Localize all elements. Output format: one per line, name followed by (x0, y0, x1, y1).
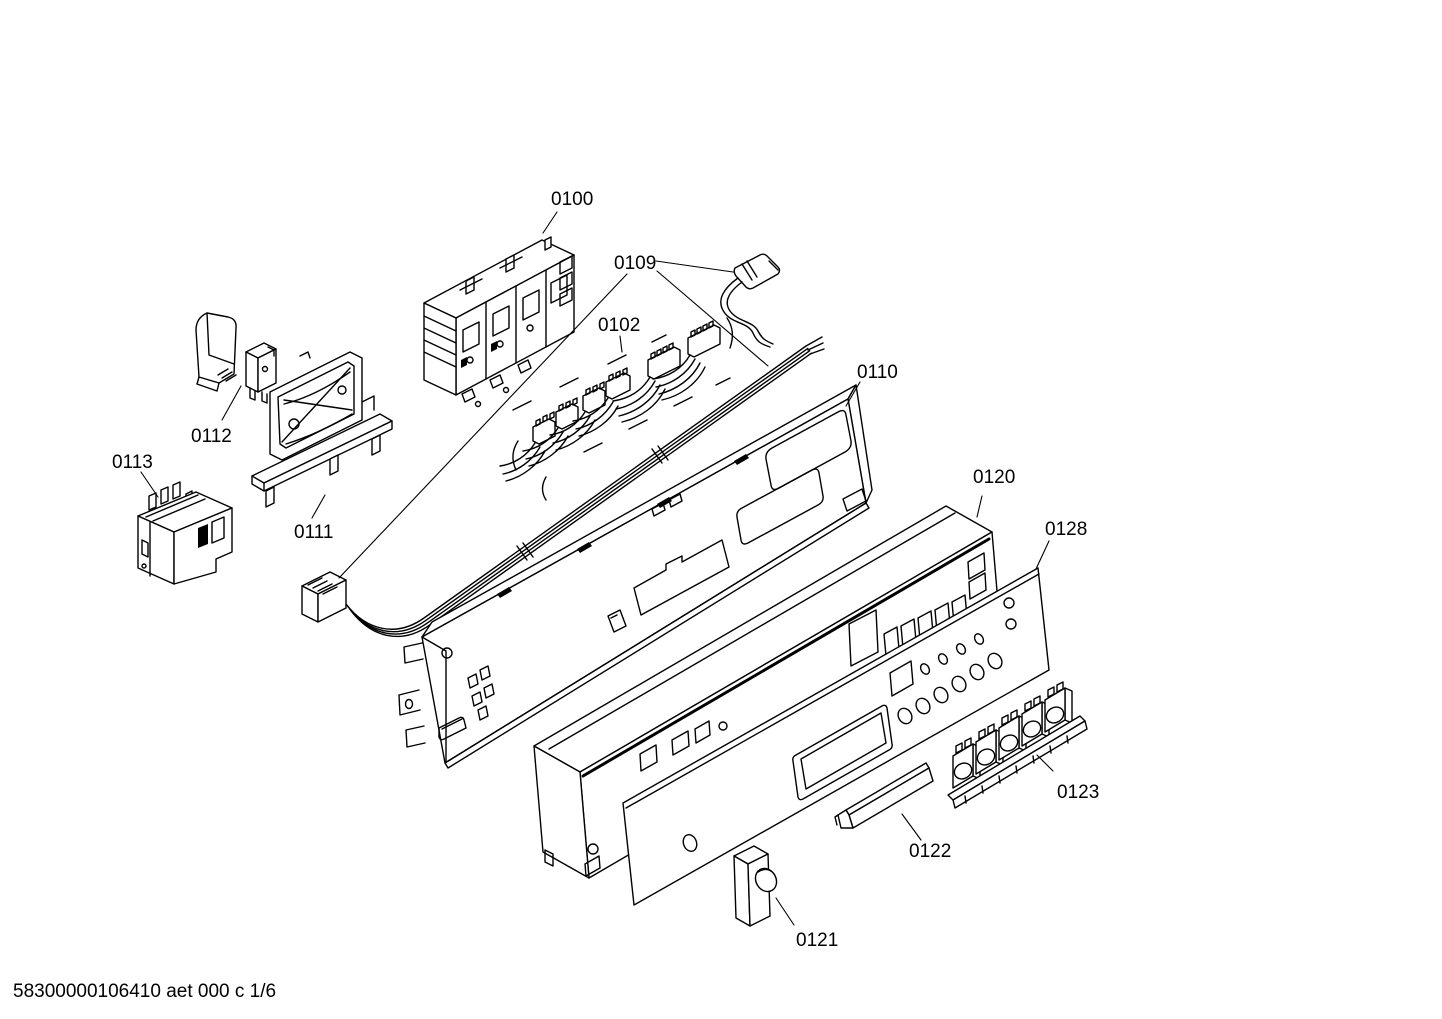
part-label-0128: 0128 (1045, 519, 1087, 540)
part-0112-cover-and-switch (195, 312, 277, 404)
part-0110-panel-frame (398, 384, 873, 769)
part-labels: 0100 0109 0102 0110 0112 0113 0111 0120 … (112, 189, 1099, 951)
part-label-0113: 0113 (112, 452, 153, 473)
part-label-0120: 0120 (973, 467, 1015, 488)
part-0128-fascia-panel (622, 567, 1050, 906)
part-label-0109: 0109 (614, 253, 656, 274)
part-label-0122: 0122 (909, 841, 951, 862)
part-label-0121: 0121 (796, 930, 838, 951)
part-0111-mounting-bracket (251, 351, 393, 508)
part-0122-trim-strip (834, 762, 934, 829)
part-label-0102: 0102 (598, 315, 640, 336)
part-label-0123: 0123 (1057, 782, 1099, 803)
window-cutout-2 (736, 468, 824, 545)
document-number: 58300000106410 aet 000 c 1/6 (13, 981, 276, 1002)
window-cutout-3 (633, 539, 730, 616)
part-label-0112: 0112 (191, 426, 232, 447)
part-0109-cable-harness (301, 253, 825, 638)
part-0102-connector-set (499, 317, 734, 501)
part-0100-control-module (423, 236, 575, 408)
part-0121-push-button (733, 845, 778, 927)
part-label-0111: 0111 (294, 522, 333, 543)
part-0123-button-bank (947, 681, 1088, 809)
part-0113-relay (137, 481, 233, 585)
part-label-0100: 0100 (551, 189, 593, 210)
display-window-cutout (792, 704, 893, 801)
button-knob (754, 867, 778, 893)
part-label-0110: 0110 (857, 362, 898, 383)
window-cutout-1 (765, 409, 852, 491)
leader-lines (140, 211, 1054, 926)
